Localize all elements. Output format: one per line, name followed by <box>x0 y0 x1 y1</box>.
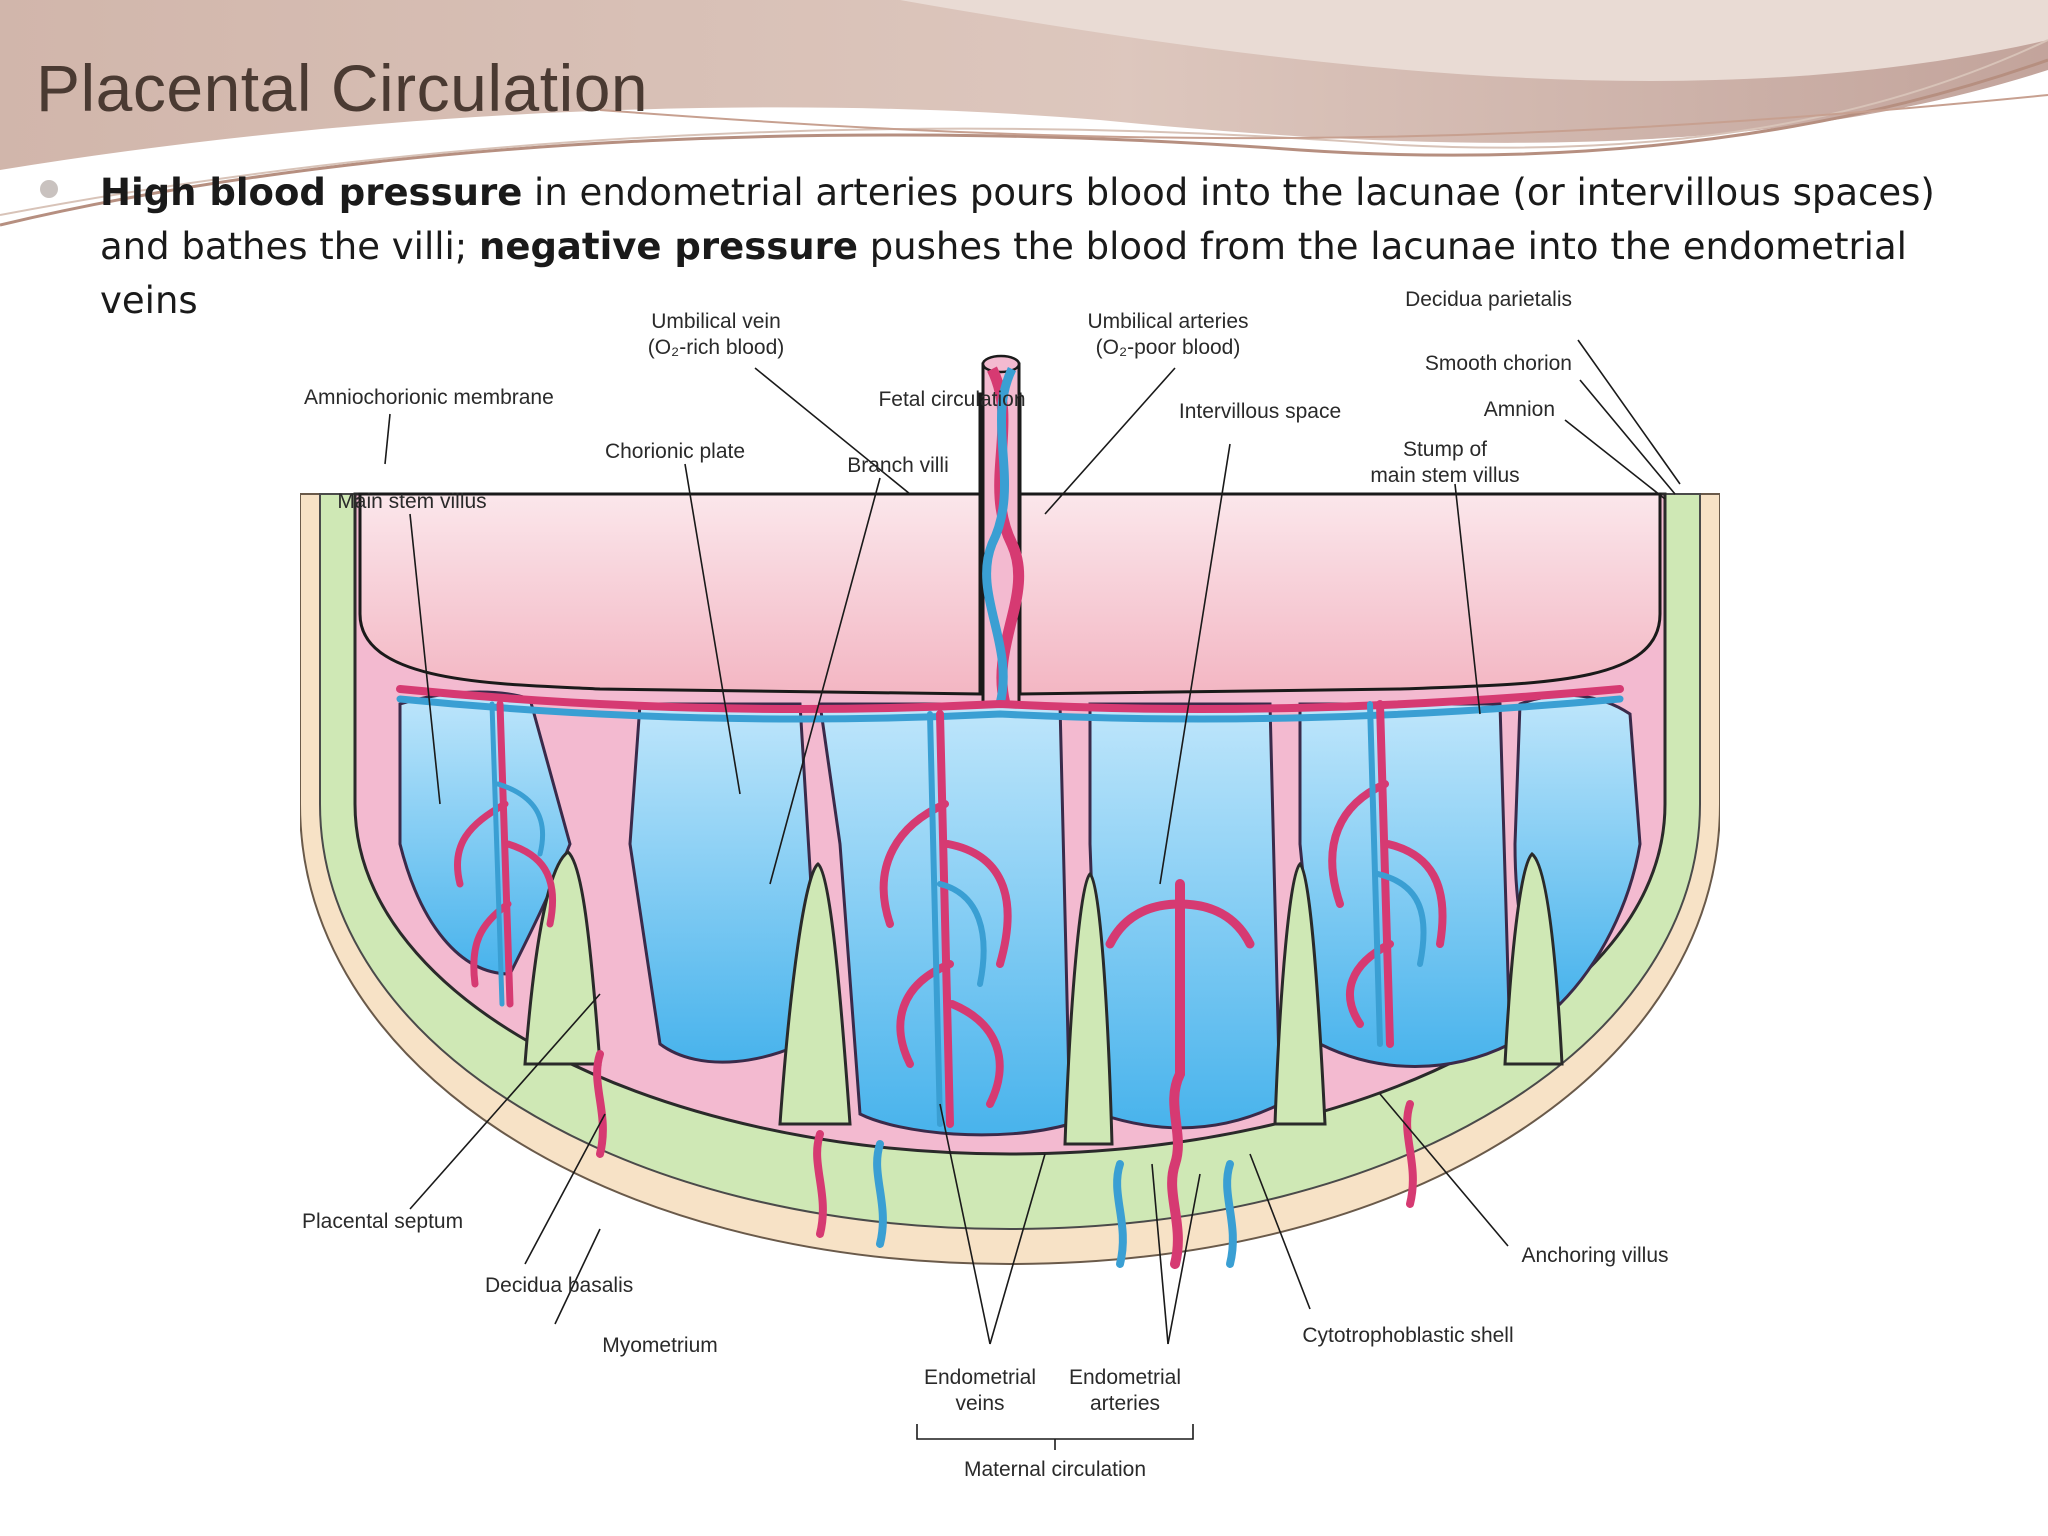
label-endometrial-arteries: Endometrial <box>1069 1366 1181 1389</box>
endometrial-vessels <box>593 879 1417 1269</box>
villous-trees <box>453 700 1447 1128</box>
label-umbilical-vein: Umbilical vein <box>651 310 781 333</box>
bullet-bold-negative-pressure: negative pressure <box>479 225 858 268</box>
bullet-icon <box>40 180 58 198</box>
label-endometrial-veins-2: veins <box>955 1392 1004 1415</box>
bullet-text-part-2: pushes the blood from the lacunae into t… <box>100 225 1907 322</box>
label-intervillous-space: Intervillous space <box>1179 400 1341 423</box>
label-anchoring-villus: Anchoring villus <box>1521 1244 1668 1267</box>
label-maternal-circulation: Maternal circulation <box>964 1458 1146 1481</box>
bullet-bold-high-pressure: High blood pressure <box>100 171 523 214</box>
label-stump: Stump of <box>1403 438 1487 461</box>
diagram-labels: Umbilical vein (O₂-rich blood) Umbilical… <box>302 288 1669 1481</box>
label-myometrium: Myometrium <box>602 1334 718 1357</box>
bullet-text: High blood pressure in endometrial arter… <box>100 166 2000 328</box>
label-cytotrophoblastic-shell: Cytotrophoblastic shell <box>1302 1324 1513 1347</box>
label-amnion: Amnion <box>1484 398 1555 421</box>
label-umbilical-arteries-note: (O₂-poor blood) <box>1096 336 1241 359</box>
label-placental-septum: Placental septum <box>302 1210 463 1233</box>
label-endometrial-arteries-2: arteries <box>1090 1392 1160 1415</box>
placental-septa <box>523 850 1564 1146</box>
chorionic-vessels <box>396 685 1624 723</box>
label-main-stem-villus: Main stem villus <box>337 490 486 513</box>
umbilical-cord <box>981 354 1025 706</box>
label-amniochorionic-membrane: Amniochorionic membrane <box>304 386 554 409</box>
placenta-diagram: Umbilical vein (O₂-rich blood) Umbilical… <box>300 288 1720 1481</box>
bullet-text-part-1: in endometrial arteries pours blood into… <box>100 171 1935 268</box>
header-swoosh-decoration <box>0 0 2048 227</box>
label-chorionic-plate: Chorionic plate <box>605 440 745 463</box>
slide-title: Placental Circulation <box>36 51 649 125</box>
label-decidua-basalis: Decidua basalis <box>485 1274 633 1297</box>
maternal-circulation-bracket <box>916 1424 1194 1440</box>
label-umbilical-vein-note: (O₂-rich blood) <box>648 336 785 359</box>
label-smooth-chorion: Smooth chorion <box>1425 352 1572 375</box>
label-umbilical-arteries: Umbilical arteries <box>1087 310 1248 333</box>
label-endometrial-veins: Endometrial <box>924 1366 1036 1389</box>
label-branch-villi: Branch villi <box>847 454 949 477</box>
leader-lines <box>384 339 1681 1345</box>
label-stump-main-stem-villus: main stem villus <box>1370 464 1519 487</box>
label-decidua-parietalis: Decidua parietalis <box>1405 288 1572 311</box>
label-fetal-circulation: Fetal circulation <box>878 388 1025 411</box>
